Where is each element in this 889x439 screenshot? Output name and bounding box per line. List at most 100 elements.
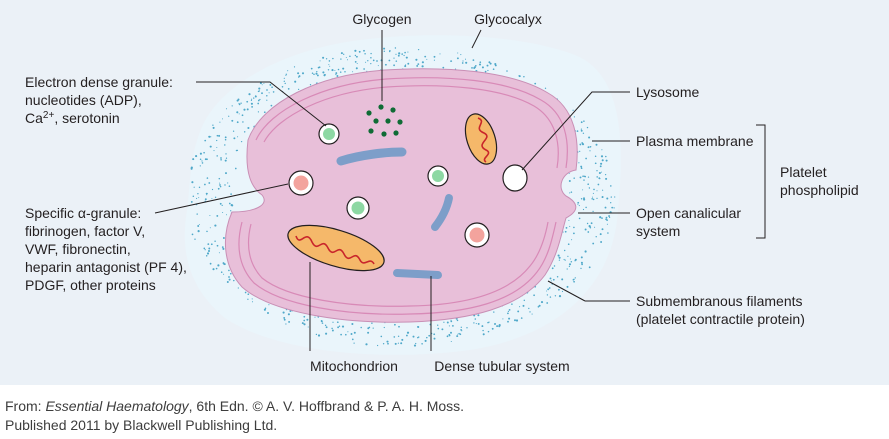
- speckle-dot: [247, 126, 250, 130]
- speckle-dot: [556, 276, 559, 278]
- speckle-dot: [283, 318, 286, 321]
- speckle-dot: [459, 333, 462, 336]
- speckle-dot: [287, 88, 290, 90]
- speckle-dot: [403, 54, 405, 57]
- speckle-dot: [580, 256, 583, 259]
- speckle-dot: [584, 175, 586, 178]
- speckle-dot: [473, 66, 476, 69]
- speckle-dot: [506, 70, 508, 72]
- speckle-dot: [442, 66, 445, 69]
- speckle-dot: [191, 233, 194, 236]
- speckle-dot: [319, 60, 321, 62]
- speckle-dot: [487, 330, 490, 333]
- speckle-dot: [448, 333, 451, 336]
- speckle-dot: [546, 290, 548, 292]
- speckle-dot: [568, 180, 571, 182]
- speckle-dot: [568, 263, 572, 266]
- speckle-dot: [549, 277, 552, 280]
- speckle-dot: [251, 98, 253, 100]
- speckle-dot: [580, 128, 583, 130]
- speckle-dot: [517, 310, 520, 313]
- speckle-dot: [347, 331, 349, 333]
- speckle-dot: [212, 124, 214, 126]
- speckle-dot: [368, 326, 371, 329]
- speckle-dot: [578, 205, 580, 207]
- speckle-dot: [316, 74, 319, 77]
- speckle-dot: [446, 335, 449, 338]
- speckle-dot: [376, 344, 379, 347]
- speckle-dot: [433, 55, 436, 58]
- speckle-dot: [450, 340, 452, 343]
- speckle-dot: [365, 343, 368, 346]
- speckle-dot: [570, 260, 573, 263]
- speckle-dot: [255, 95, 257, 97]
- speckle-dot: [596, 176, 598, 178]
- speckle-dot: [246, 108, 249, 111]
- speckle-dot: [601, 196, 604, 198]
- speckle-dot: [601, 159, 604, 162]
- speckle-dot: [266, 99, 268, 101]
- speckle-dot: [405, 64, 407, 66]
- speckle-dot: [303, 319, 306, 322]
- speckle-dot: [595, 236, 597, 238]
- speckle-dot: [596, 170, 598, 172]
- speckle-dot: [573, 232, 575, 235]
- speckle-dot: [582, 189, 584, 191]
- label-platelet-phospholipid: Platelet phospholipid: [780, 164, 859, 198]
- speckle-dot: [583, 120, 585, 122]
- speckle-dot: [561, 278, 564, 281]
- speckle-dot: [393, 57, 395, 59]
- speckle-dot: [334, 69, 336, 72]
- speckle-dot: [592, 210, 594, 213]
- speckle-dot: [263, 83, 265, 84]
- speckle-dot: [343, 53, 345, 55]
- speckle-dot: [591, 198, 593, 200]
- speckle-dot: [458, 332, 460, 335]
- speckle-dot: [250, 102, 253, 105]
- speckle-dot: [384, 63, 387, 66]
- speckle-dot: [395, 60, 398, 62]
- speckle-dot: [577, 201, 580, 204]
- speckle-dot: [301, 72, 305, 75]
- speckle-dot: [461, 62, 464, 64]
- speckle-dot: [486, 64, 489, 67]
- speckle-dot: [272, 91, 275, 93]
- speckle-dot: [590, 222, 593, 225]
- speckle-dot: [281, 86, 284, 88]
- speckle-dot: [537, 305, 540, 308]
- speckle-dot: [594, 162, 597, 165]
- speckle-dot: [460, 329, 462, 331]
- speckle-dot: [303, 315, 306, 318]
- speckle-dot: [563, 258, 565, 261]
- speckle-dot: [243, 108, 246, 111]
- speckle-dot: [380, 335, 383, 338]
- speckle-dot: [246, 100, 249, 103]
- speckle-dot: [325, 332, 328, 335]
- speckle-dot: [247, 293, 250, 296]
- speckle-dot: [479, 61, 482, 64]
- speckle-dot: [397, 335, 400, 338]
- label-submembranous: Submembranous filaments (platelet contra…: [636, 293, 806, 327]
- speckle-dot: [259, 98, 261, 101]
- speckle-dot: [236, 111, 239, 114]
- speckle-dot: [424, 339, 427, 342]
- speckle-dot: [446, 321, 449, 324]
- speckle-dot: [224, 138, 227, 141]
- speckle-dot: [191, 181, 194, 184]
- speckle-dot: [586, 222, 589, 225]
- speckle-dot: [217, 187, 220, 190]
- speckle-dot: [606, 223, 608, 225]
- speckle-dot: [243, 131, 246, 133]
- filament-band-lower-inner: [247, 221, 549, 307]
- speckle-dot: [233, 279, 235, 282]
- speckle-dot: [477, 322, 480, 325]
- speckle-dot: [201, 160, 203, 162]
- speckle-dot: [210, 136, 212, 138]
- speckle-dot: [346, 59, 349, 61]
- speckle-dot: [216, 134, 219, 137]
- speckle-dot: [298, 76, 300, 78]
- speckle-dot: [225, 108, 228, 110]
- speckle-dot: [597, 183, 600, 186]
- speckle-dot: [287, 70, 289, 72]
- speckle-dot: [599, 233, 602, 236]
